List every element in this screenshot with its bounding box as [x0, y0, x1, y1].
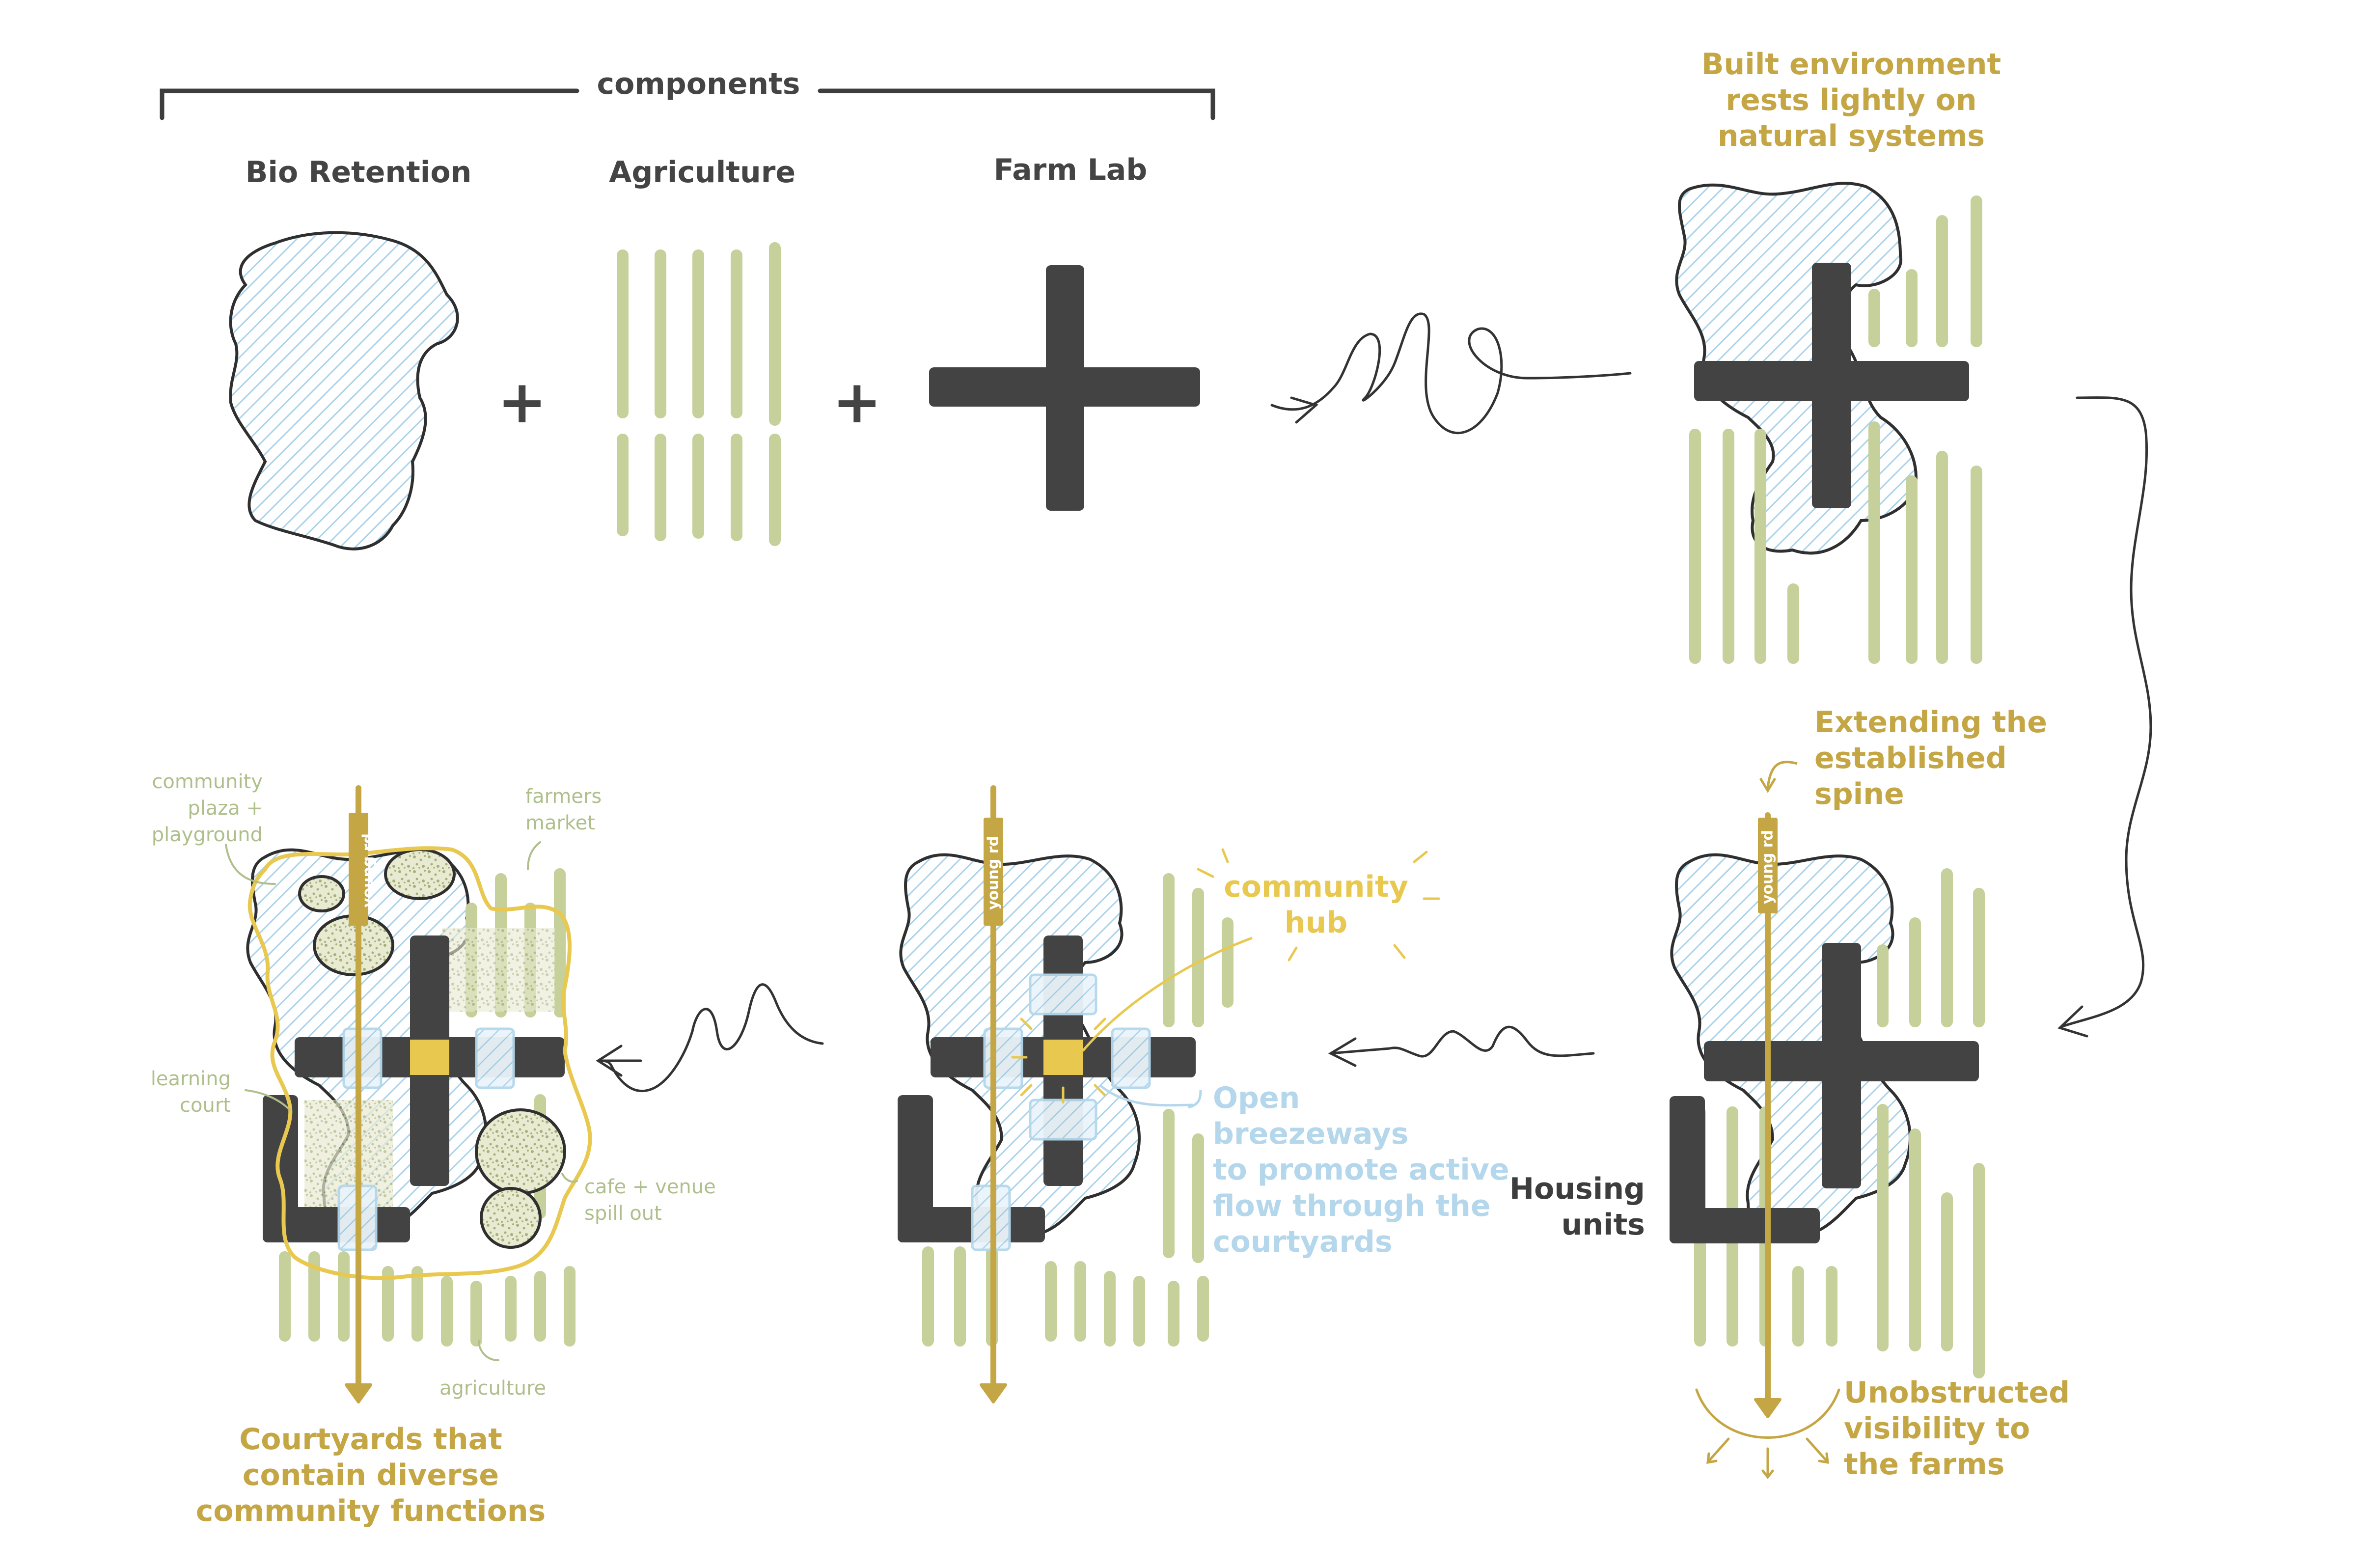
road-label-stage3: young rd: [1759, 829, 1777, 905]
agriculture-stripes: [617, 242, 781, 546]
component-label-farm-lab: Farm Lab: [993, 153, 1148, 187]
component-label-agriculture: Agriculture: [608, 155, 796, 190]
squiggle-arrow-icon: [1328, 1025, 1595, 1067]
road-label-stage5: young rd: [359, 833, 377, 908]
farm-lab-cross: [929, 265, 1200, 511]
extending-spine-caption: Extending the established spine: [1814, 705, 2047, 812]
vision-fan-icon: [1695, 1388, 1840, 1480]
components-label: components: [597, 67, 800, 101]
cafe-venue-label: cafe + venue spill out: [584, 1176, 716, 1225]
unobstructed-visibility-caption: Unobstructed visibility to the farms: [1844, 1375, 2070, 1482]
bio-retention-blob: [229, 231, 459, 550]
stage-combined: [1675, 182, 1982, 664]
squiggle-arrow-icon: [596, 983, 824, 1093]
curved-arrow-icon: [2057, 396, 2152, 1038]
sun-burst-icon: [1011, 1018, 1106, 1104]
agriculture-label: agriculture: [439, 1377, 547, 1400]
stage-spine: [1670, 761, 1985, 1418]
stage-courtyards: [225, 785, 592, 1403]
component-label-bio-retention: Bio Retention: [245, 155, 472, 190]
learning-court-label: learning court: [150, 1068, 231, 1117]
courtyards-caption: Courtyards that contain diverse communit…: [195, 1422, 546, 1529]
components-bracket: [160, 88, 1215, 120]
stage-breezeways: [898, 785, 1440, 1403]
plus-sign-2: +: [832, 368, 882, 437]
community-plaza-label: community plaza + playground: [151, 770, 263, 846]
squiggle-arrow-icon: [1270, 312, 1632, 434]
housing-units-caption: Housing units: [1509, 1172, 1645, 1242]
plus-sign-1: +: [497, 368, 547, 437]
road-label-stage4: young rd: [985, 835, 1002, 910]
community-hub-caption: community hub: [1224, 870, 1408, 940]
farmers-market-label: farmers market: [525, 785, 602, 834]
breezeways-caption: Open breezeways to promote active flow t…: [1213, 1081, 1509, 1259]
built-environment-caption: Built environment rests lightly on natur…: [1701, 47, 2001, 154]
